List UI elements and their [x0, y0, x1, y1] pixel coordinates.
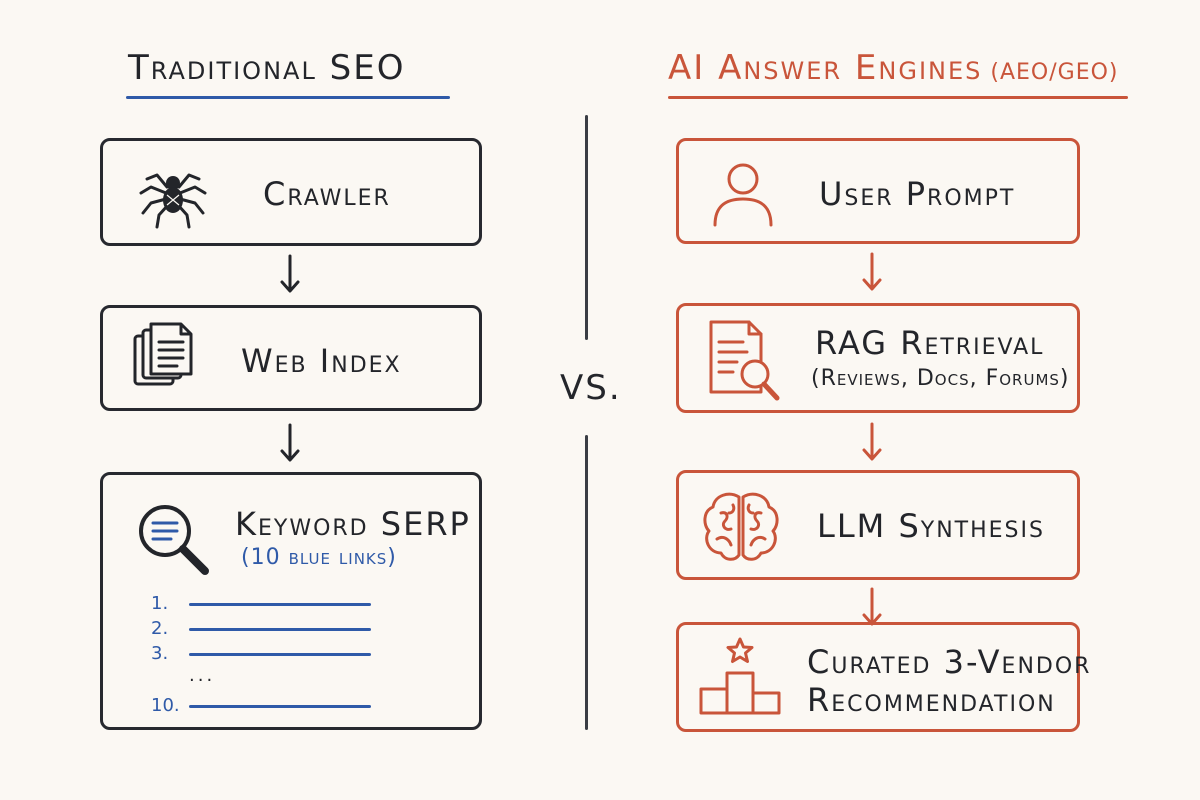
result-number: 1. — [151, 593, 169, 614]
ai-answer-engines-title-main: AI Answer Engines — [668, 48, 983, 88]
keyword-serp-label: Keyword SERP — [235, 505, 471, 543]
divider-top — [585, 115, 588, 340]
arrow-down-icon — [280, 423, 300, 462]
recommendation-label-line2: Recommendation — [807, 681, 1056, 719]
traditional-seo-underline — [126, 96, 450, 99]
user-icon — [713, 163, 773, 227]
magnifier-icon — [139, 505, 209, 575]
result-link-line — [189, 603, 371, 606]
vs-label: VS. — [560, 368, 622, 408]
web-index-label: Web Index — [241, 342, 402, 380]
result-link-line — [189, 705, 371, 708]
web-index-box: Web Index — [100, 305, 482, 411]
user-prompt-box: User Prompt — [676, 138, 1080, 244]
llm-synthesis-label: LLM Synthesis — [817, 507, 1045, 545]
arrow-down-icon — [280, 254, 300, 293]
arrow-down-icon — [862, 252, 882, 291]
crawler-label: Crawler — [263, 175, 391, 213]
result-number: 10. — [151, 695, 180, 716]
rag-retrieval-label: RAG Retrieval — [815, 324, 1045, 362]
keyword-serp-sublabel: (10 blue links) — [241, 545, 397, 570]
ai-answer-engines-title: AI Answer Engines (AEO/GEO) — [668, 48, 1119, 88]
recommendation-box: Curated 3-Vendor Recommendation — [676, 622, 1089, 732]
recommendation-label-line1: Curated 3-Vendor — [807, 643, 1092, 681]
document-search-icon — [709, 320, 780, 401]
ai-answer-engines-title-sub: (AEO/GEO) — [990, 60, 1119, 85]
rag-retrieval-sublabel: (Reviews, Docs, Forums) — [811, 366, 1070, 391]
result-ellipsis: ... — [189, 665, 216, 686]
crawler-box: Crawler — [100, 138, 482, 246]
result-number: 3. — [151, 643, 169, 664]
divider-bottom — [585, 435, 588, 730]
spider-icon — [139, 173, 207, 229]
podium-star-icon — [699, 637, 781, 715]
traditional-seo-title: Traditional SEO — [128, 48, 406, 88]
user-prompt-label: User Prompt — [819, 175, 1016, 213]
ai-answer-engines-underline — [668, 96, 1128, 99]
result-link-line — [189, 653, 371, 656]
rag-retrieval-box: RAG Retrieval (Reviews, Docs, Forums) — [676, 303, 1080, 413]
llm-synthesis-box: LLM Synthesis — [676, 470, 1080, 580]
result-number: 2. — [151, 618, 169, 639]
arrow-down-icon — [862, 422, 882, 461]
result-link-line — [189, 628, 371, 631]
arrow-down-icon — [862, 587, 882, 626]
brain-icon — [703, 492, 779, 561]
documents-icon — [133, 322, 193, 386]
keyword-serp-box: Keyword SERP (10 blue links) 1. 2. 3. ..… — [100, 472, 482, 730]
